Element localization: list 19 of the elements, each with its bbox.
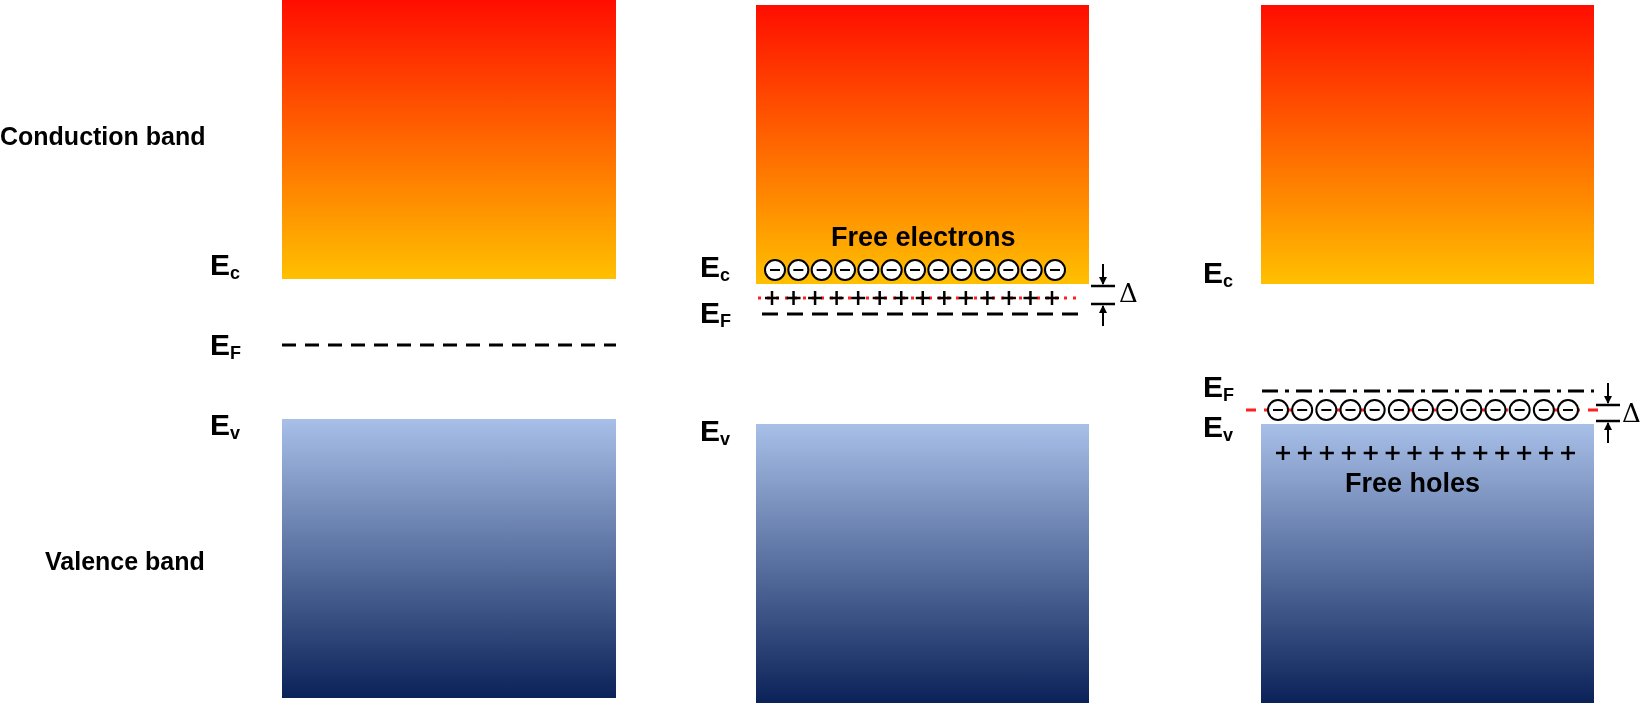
energy-level-label: E$_{F}$ (210, 330, 241, 362)
energy-level-label: E$_{v}$ (210, 410, 241, 442)
conduction-band-block (756, 5, 1089, 284)
band-label: Free electrons (831, 222, 1016, 253)
band-label: Valence band (45, 547, 205, 576)
gap-symbol: Δ (1119, 280, 1138, 306)
band-label: Free holes (1345, 468, 1481, 499)
gap-symbol: Δ (1622, 400, 1641, 426)
valence-band-block (1261, 424, 1594, 703)
conduction-band-block (1261, 5, 1594, 284)
band-label: Conduction band (0, 122, 206, 151)
energy-level-label: E$_{v}$ (700, 416, 731, 448)
energy-level-label: E$_{c}$ (210, 250, 241, 282)
energy-level-label: E$_{c}$ (1203, 258, 1234, 290)
energy-level-label: E$_{F}$ (700, 298, 731, 330)
valence-band-block (756, 424, 1089, 703)
energy-level-label: E$_{c}$ (700, 252, 731, 284)
energy-level-label: E$_{v}$ (1203, 412, 1234, 444)
energy-level-label: E$_{F}$ (1203, 372, 1234, 404)
